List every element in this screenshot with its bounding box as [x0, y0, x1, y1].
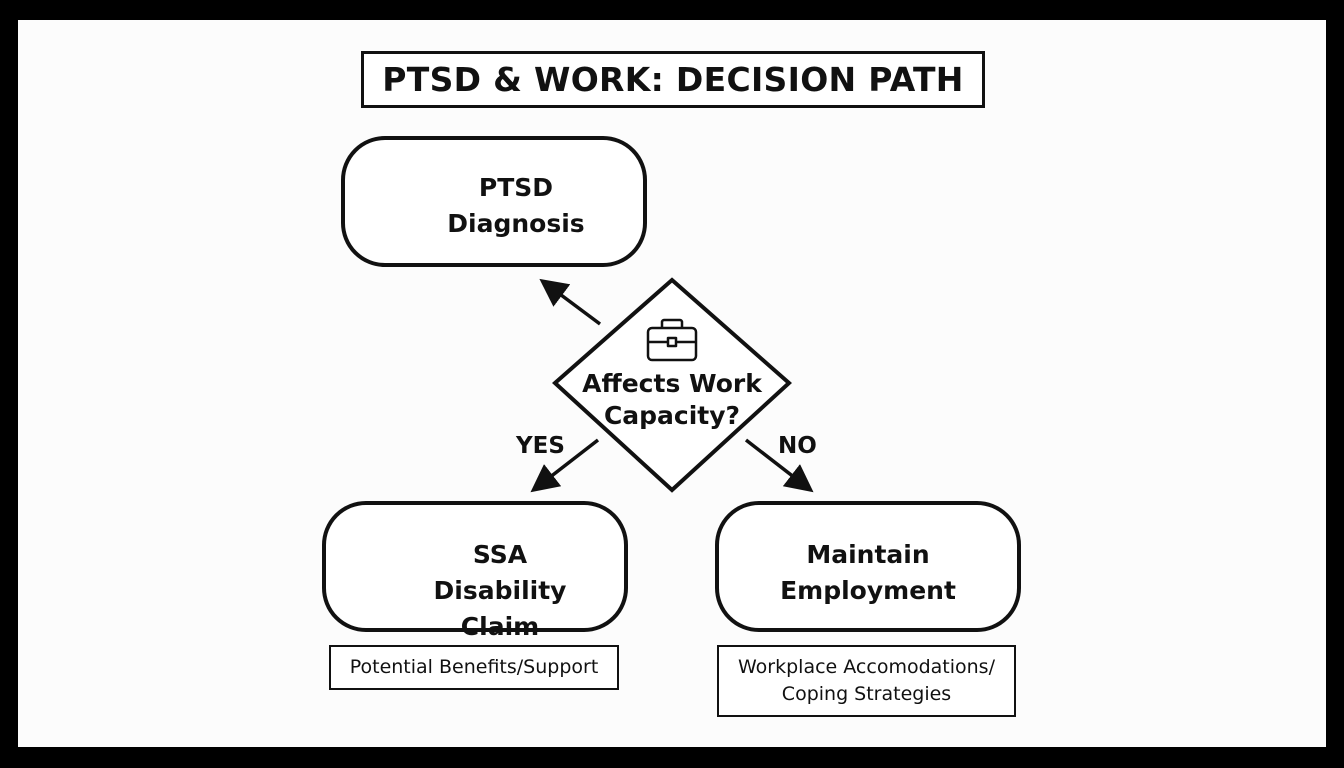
node-ptsd-diagnosis-line1: PTSD [478, 173, 554, 202]
node-employment-line1: Maintain [806, 540, 930, 569]
node-ptsd-diagnosis-line2: Diagnosis [447, 209, 585, 238]
outcome-accommodations-line1: Workplace Accomodations/ [738, 656, 995, 678]
decision-label: Affects Work Capacity? [582, 368, 762, 432]
node-ssa-disability-claim: SSA Disability Claim [322, 501, 628, 641]
outcome-benefits: Potential Benefits/Support [329, 645, 619, 690]
node-maintain-employment: Maintain Employment [715, 501, 1021, 632]
node-ssa-line2: Disability Claim [433, 576, 567, 641]
branch-label-yes: YES [516, 433, 565, 459]
outcome-benefits-text: Potential Benefits/Support [349, 656, 599, 678]
node-employment-line2: Employment [780, 576, 956, 605]
outcome-accommodations: Workplace Accomodations/ Coping Strategi… [717, 645, 1016, 717]
diagram-canvas: PTSD & WORK: DECISION PATH [18, 20, 1326, 747]
node-ptsd-diagnosis: PTSD Diagnosis [341, 136, 647, 267]
decision-label-line1: Affects Work [582, 369, 762, 398]
arrow-to-diagnosis [539, 278, 602, 326]
arrow-yes [530, 438, 600, 493]
outcome-accommodations-line2: Coping Strategies [781, 683, 952, 705]
node-ssa-line1: SSA [472, 540, 528, 569]
decision-diamond [552, 277, 792, 493]
arrow-no [744, 438, 814, 493]
briefcase-icon [646, 318, 698, 362]
diagram-title: PTSD & WORK: DECISION PATH [361, 51, 985, 108]
decision-label-line2: Capacity? [603, 401, 741, 430]
branch-label-no: NO [778, 433, 817, 459]
